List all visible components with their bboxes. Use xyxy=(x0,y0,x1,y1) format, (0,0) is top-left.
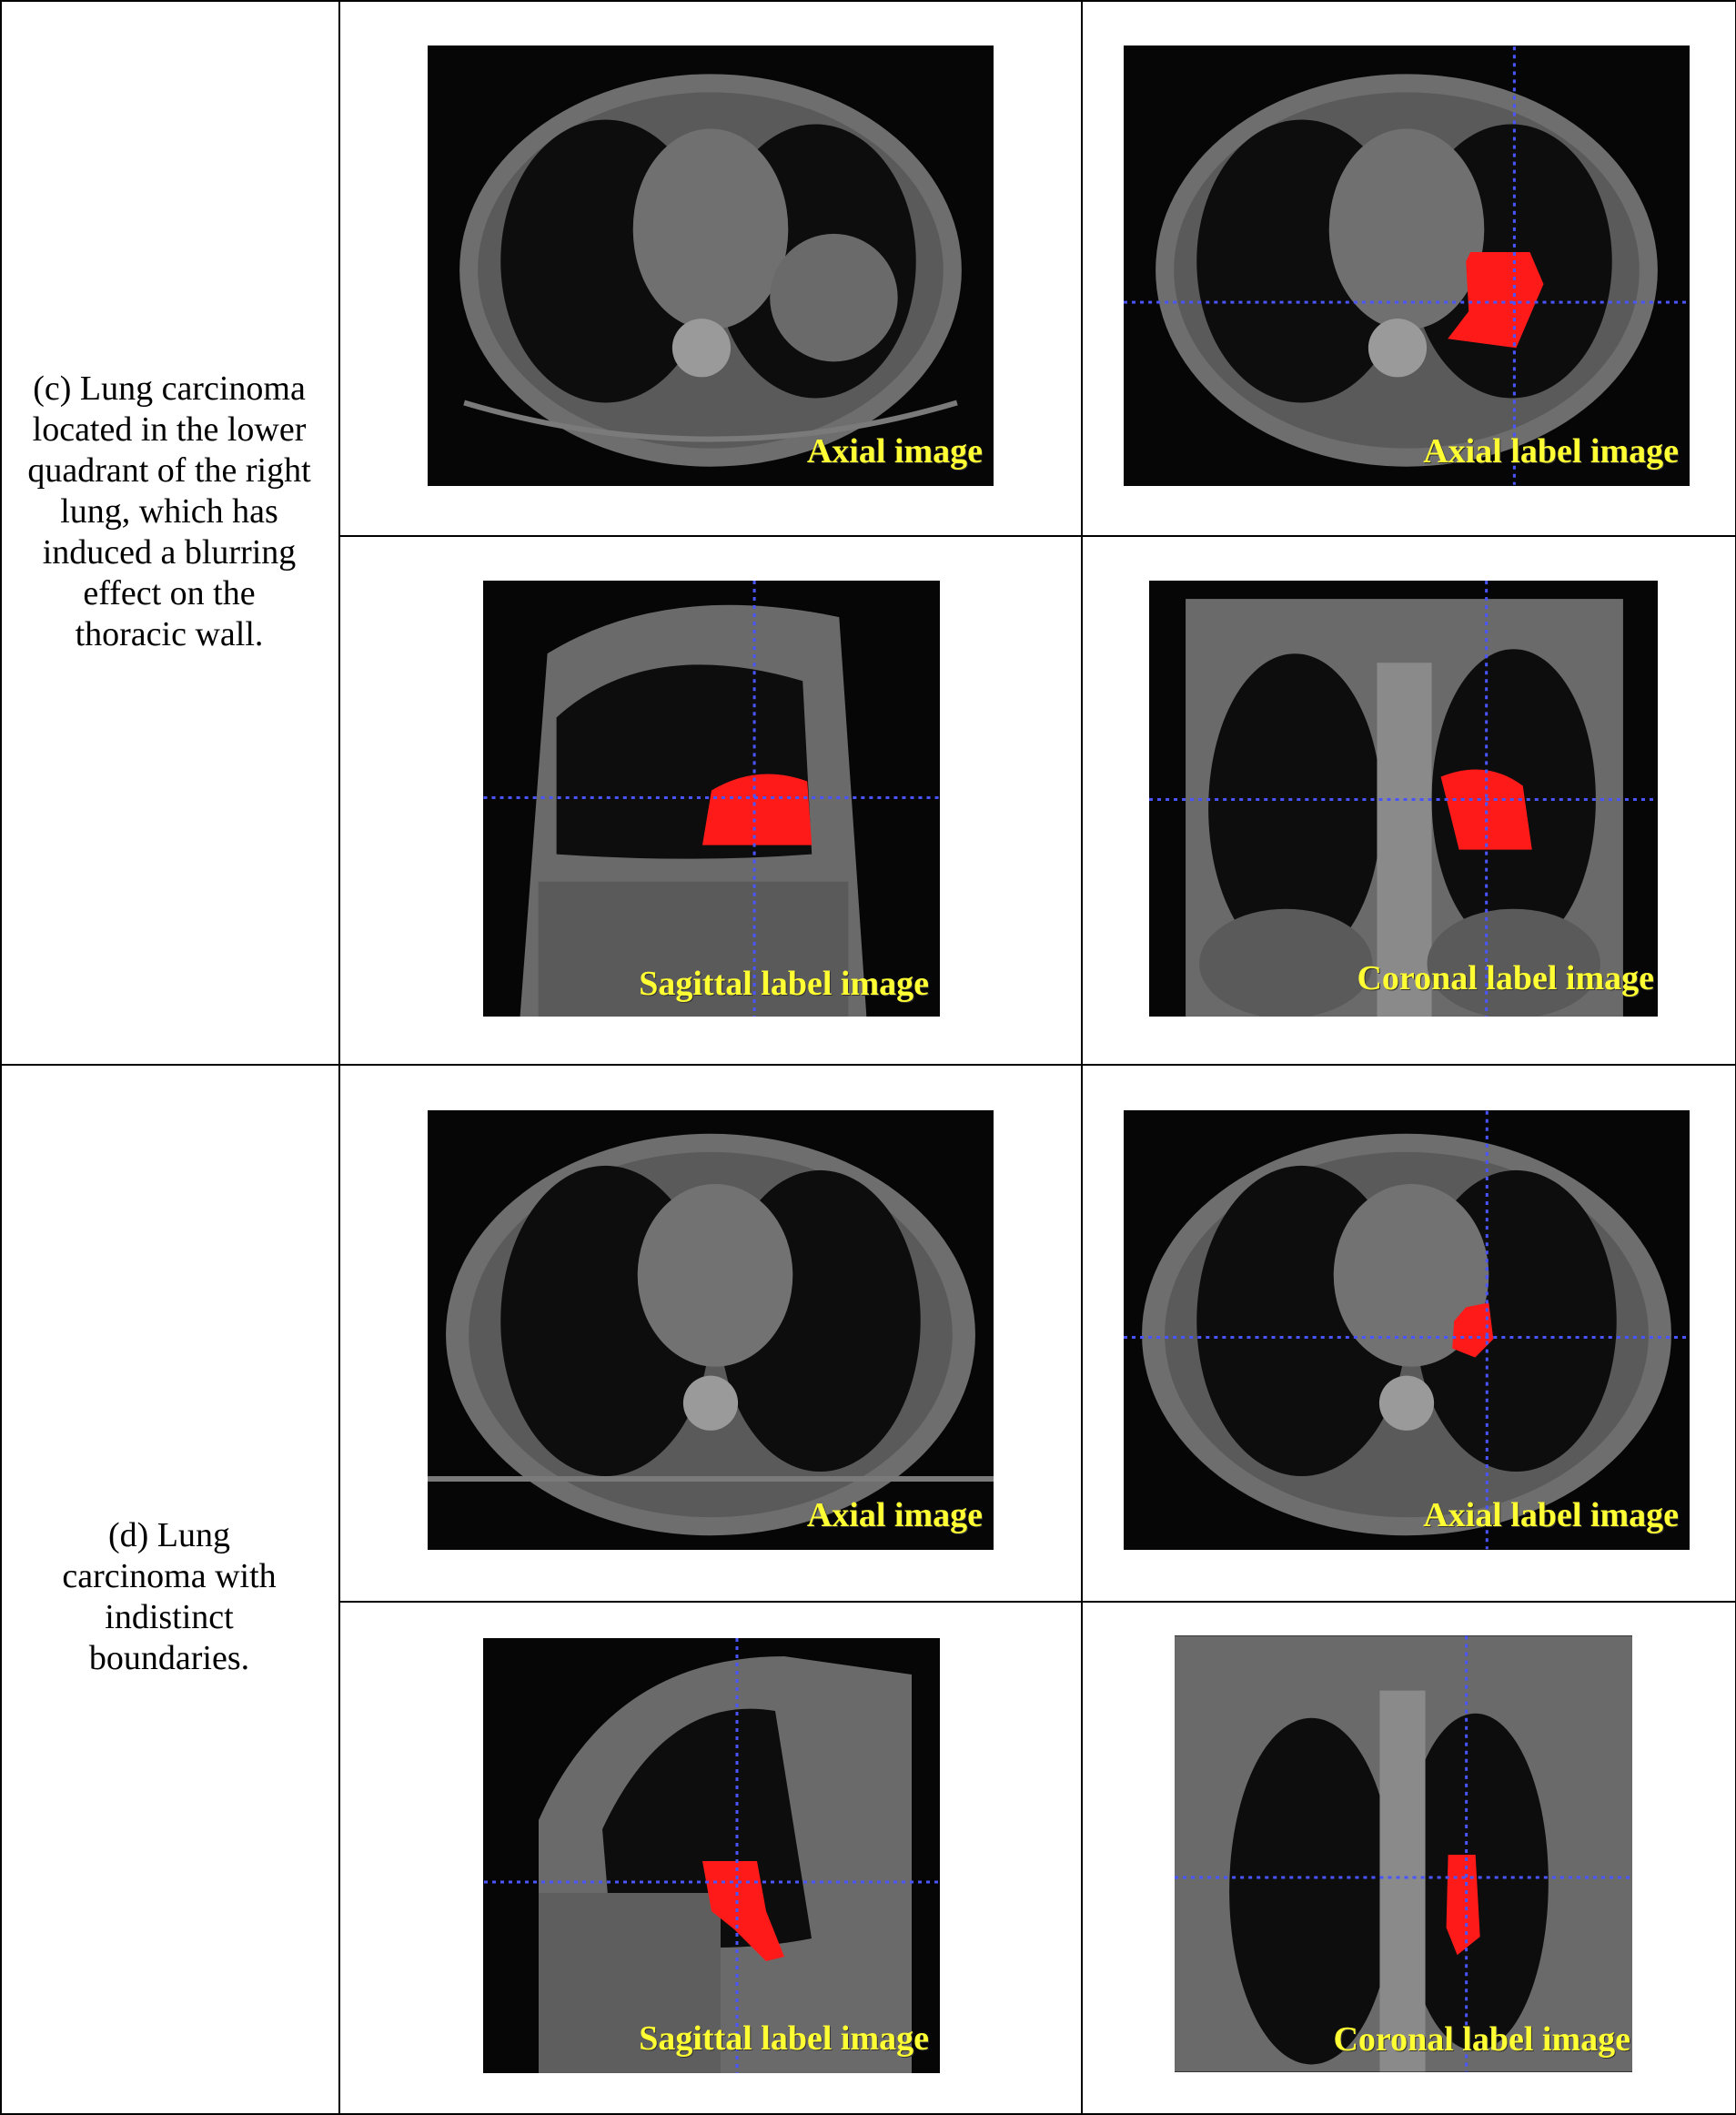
row-divider-c-inner xyxy=(338,535,1735,537)
coronal-label-scan-graphic xyxy=(1175,1635,1632,2072)
ct-axial-label-image: Axial label image xyxy=(1124,1110,1690,1550)
axial-label-scan-graphic xyxy=(1124,46,1690,485)
tumor-label-region xyxy=(1452,1302,1494,1358)
ct-axial-image: Axial image xyxy=(428,1110,994,1550)
panel-caption: Coronal label image xyxy=(1333,2020,1630,2059)
ct-coronal-label-image: Coronal label image xyxy=(1149,581,1658,1017)
panel-caption: Axial label image xyxy=(1423,1496,1679,1534)
column-divider-1 xyxy=(338,0,340,2113)
coronal-label-scan-graphic xyxy=(1149,581,1658,1017)
axial-label-scan-graphic xyxy=(1124,1110,1690,1550)
axial-scan-graphic xyxy=(428,1133,994,1536)
ct-sagittal-label-image: Sagittal label image xyxy=(483,581,940,1017)
panel-caption: Coronal label image xyxy=(1357,959,1654,997)
axial-scan-graphic xyxy=(459,74,962,467)
sagittal-label-scan-graphic xyxy=(484,1638,939,2073)
tumor-label-region xyxy=(701,774,812,845)
sagittal-label-scan-graphic xyxy=(483,581,940,1017)
ct-axial-image: Axial image xyxy=(428,46,994,486)
panel-caption: Axial image xyxy=(806,432,983,471)
tumor-label-region xyxy=(1446,1855,1480,1956)
ct-axial-label-image: Axial label image xyxy=(1124,46,1690,486)
row-c-description: (c) Lung carcinoma located in the lower … xyxy=(27,369,311,653)
tumor-label-region xyxy=(1448,251,1544,349)
panel-caption: Axial label image xyxy=(1423,432,1679,471)
panel-caption: Sagittal label image xyxy=(639,2019,929,2058)
ct-coronal-label-image: Coronal label image xyxy=(1175,1635,1632,2072)
tumor-label-region xyxy=(702,1861,784,1961)
panel-caption: Axial image xyxy=(806,1496,983,1534)
panel-caption: Sagittal label image xyxy=(639,965,929,1003)
row-divider-d-inner xyxy=(338,1601,1735,1603)
ct-sagittal-label-image: Sagittal label image xyxy=(483,1638,940,2073)
tumor-label-region xyxy=(1440,769,1532,850)
column-divider-2 xyxy=(1081,0,1083,2113)
row-d-description: (d) Lung carcinoma with indistinct bound… xyxy=(62,1516,277,1677)
row-divider-main xyxy=(0,1064,1735,1066)
